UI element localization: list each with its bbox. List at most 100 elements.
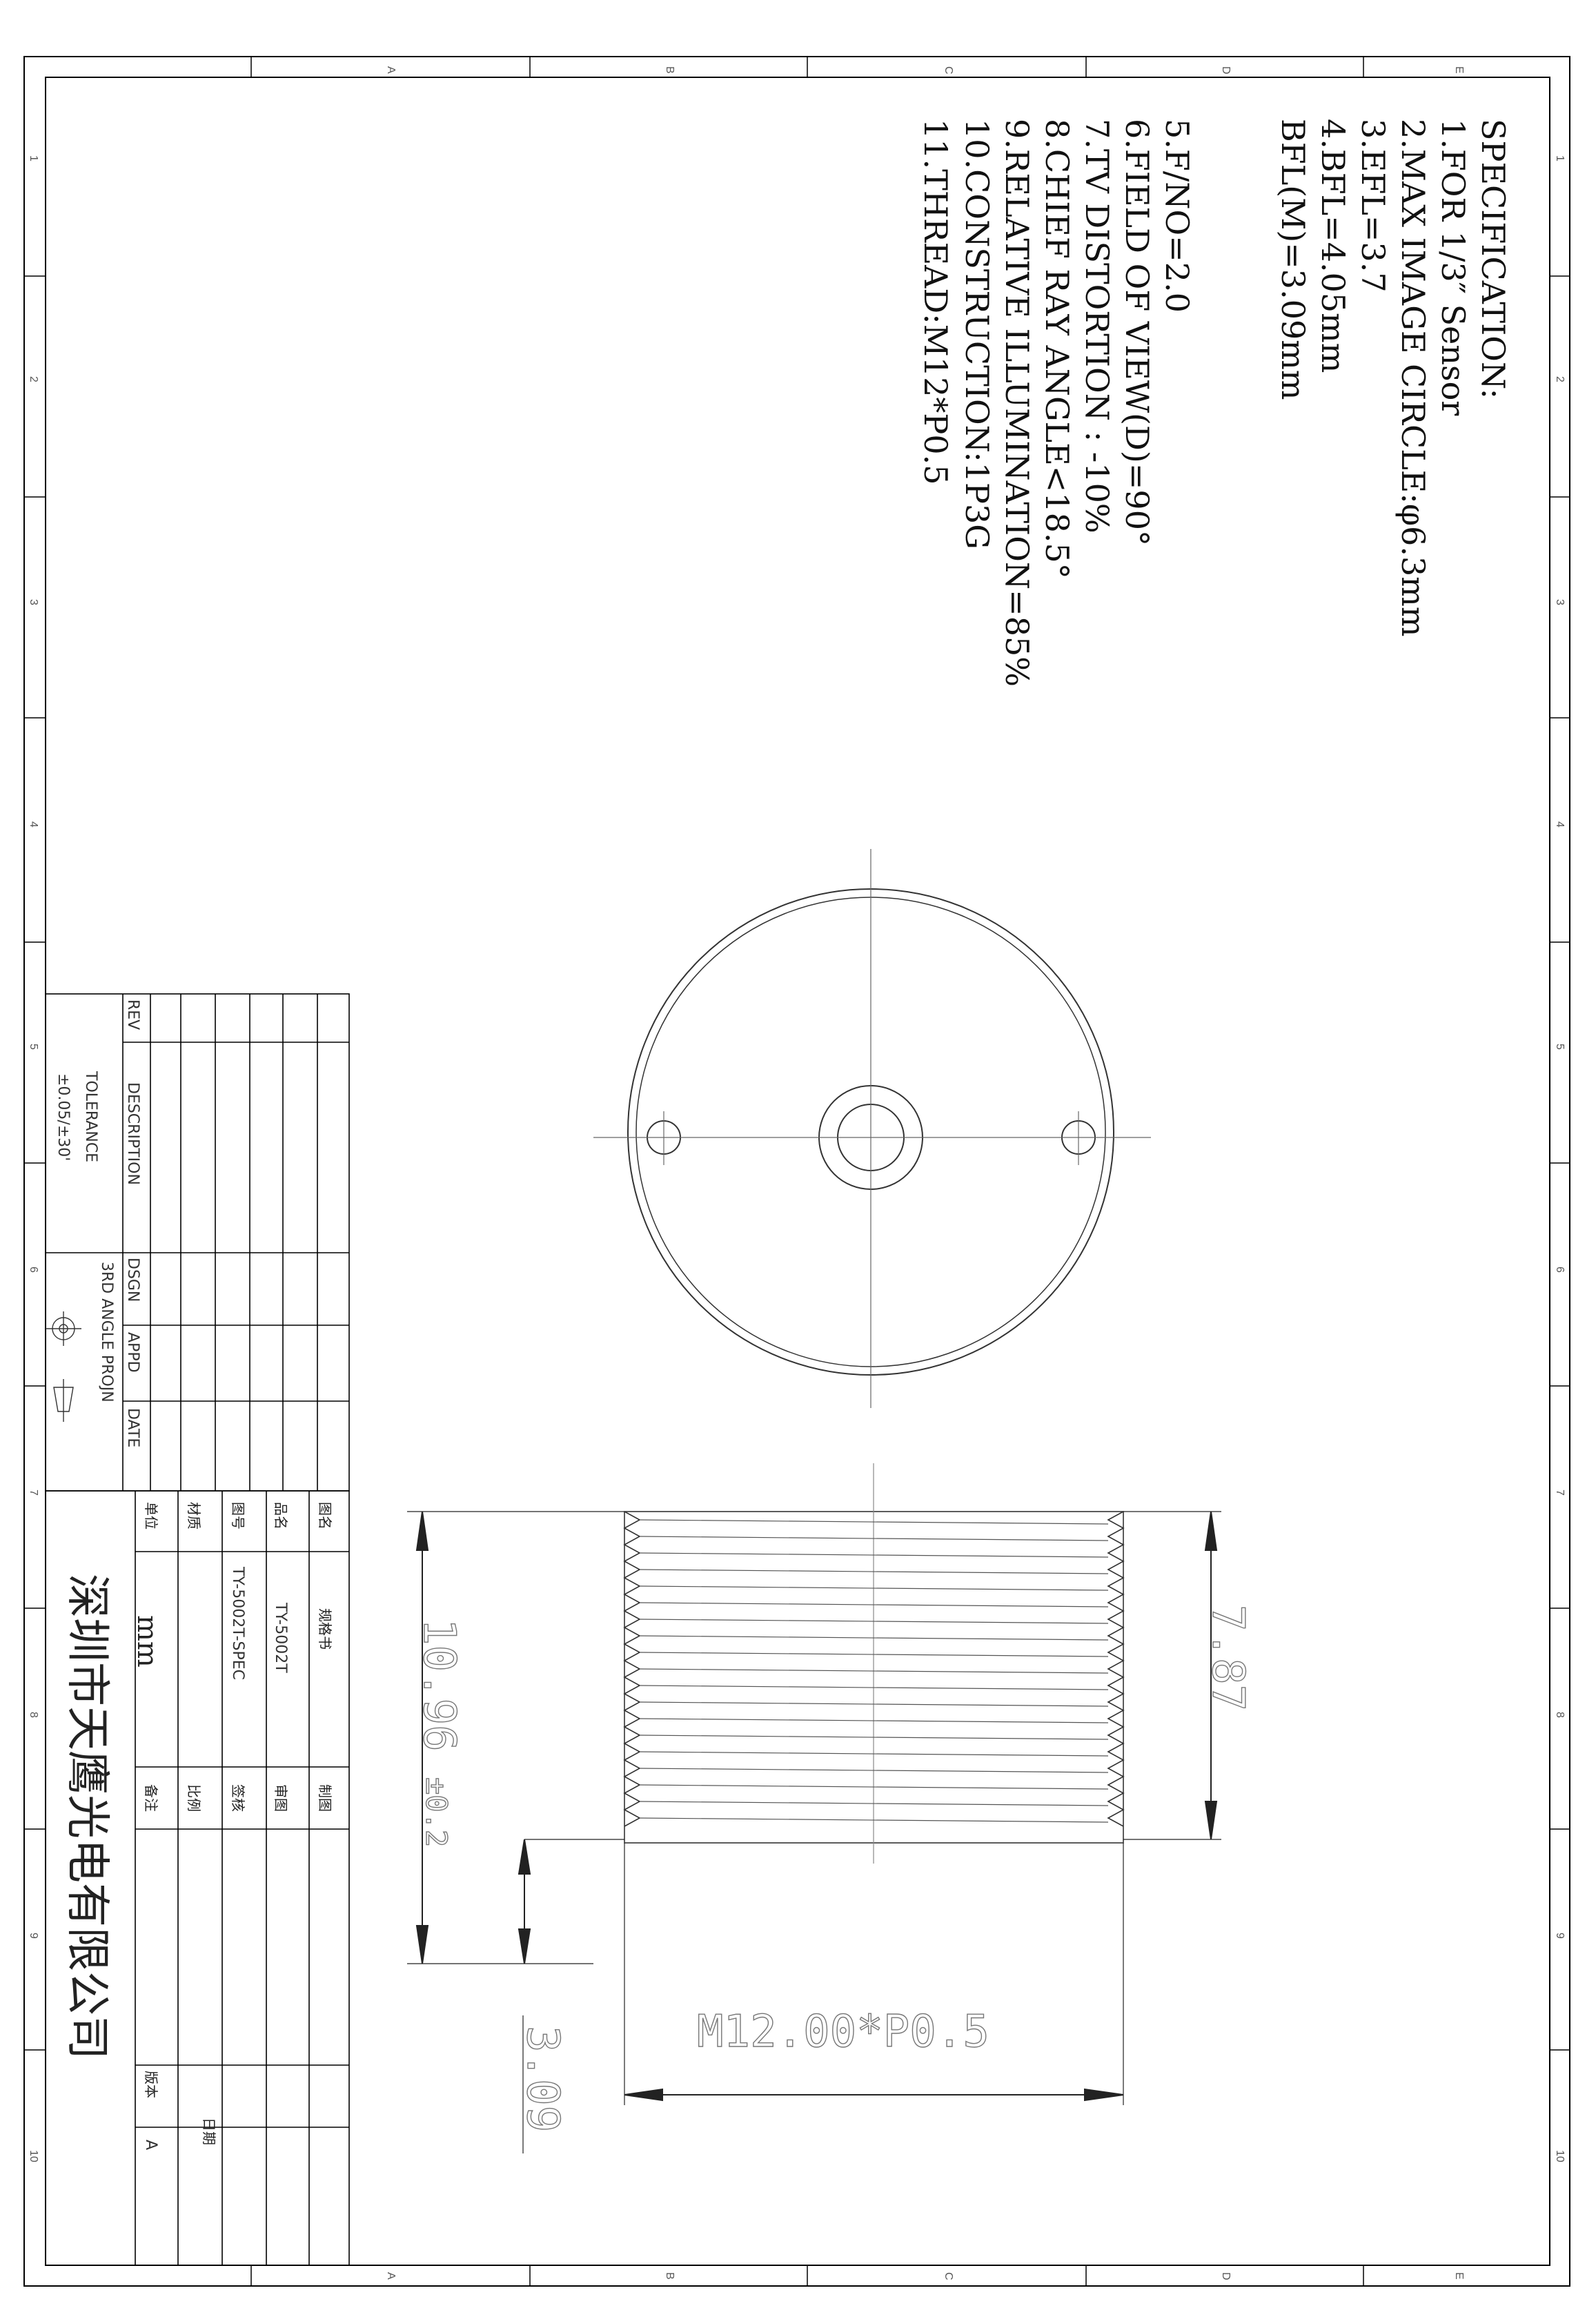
spec-title: SPECIFICATION: xyxy=(1475,119,1512,399)
lens-side-view xyxy=(623,1463,1125,1864)
thread-crest-line xyxy=(639,1635,1109,1641)
spec-line: 6.FIELD OF VIEW(D)=90° xyxy=(1119,119,1156,546)
label-drawing-no: 图号 xyxy=(230,1502,246,1530)
dimension-overall-length xyxy=(407,1511,624,1964)
thread-crest-line xyxy=(639,1585,1109,1591)
grid-numbers: 1 2 3 4 5 6 7 8 9 10 1 2 3 4 5 6 7 8 9 1… xyxy=(28,155,1566,2162)
date-header: DATE xyxy=(124,1408,141,1447)
grid-number-left-4: 4 xyxy=(28,821,39,828)
grid-number-left-8: 8 xyxy=(28,1712,39,1718)
projection-label: 3RD ANGLE PROJN xyxy=(98,1262,115,1403)
grid-letter-bottom-e: E xyxy=(1453,2272,1465,2280)
dimension-bfl-value: 3.09 xyxy=(517,2026,568,2132)
thread-lines xyxy=(639,1519,1109,1823)
grid-letter-bottom-c: C xyxy=(943,2272,954,2280)
thread-crest-line xyxy=(639,1718,1109,1723)
dimension-thread-length-value: 7.87 xyxy=(1202,1605,1253,1711)
grid-number-right-3: 3 xyxy=(1554,599,1566,605)
thread-crest-line xyxy=(639,1519,1109,1525)
thread-crest-line xyxy=(639,1668,1109,1674)
dimension-overall-length-tolerance: ±0.2 xyxy=(420,1777,453,1847)
grid-number-left-1: 1 xyxy=(28,155,39,162)
grid-number-right-4: 4 xyxy=(1554,821,1566,828)
thread-crest-line xyxy=(639,1784,1109,1790)
value-unit: mm xyxy=(131,1615,163,1668)
grid-letter-top-a: A xyxy=(385,66,397,74)
label-drafted: 制图 xyxy=(317,1784,333,1812)
dimension-bfl xyxy=(518,1839,624,2153)
company-name: 深圳市天鹰光电有限公司 xyxy=(61,1574,112,2060)
spec-line: 4.BFL=4.05mm xyxy=(1314,119,1352,373)
dsgn-header: DSGN xyxy=(124,1258,141,1302)
value-drawing-name: 规格书 xyxy=(317,1608,333,1650)
value-drawing-no: TY-5002T-SPEC xyxy=(229,1566,246,1680)
thread-crest-line xyxy=(639,1817,1109,1823)
label-drawing-name: 图名 xyxy=(317,1502,333,1530)
spec-line: 2.MAX IMAGE CIRCLE:φ6.3mm xyxy=(1395,119,1432,636)
value-version: A xyxy=(142,2140,159,2150)
spec-line: 5.F/NO=2.0 xyxy=(1159,119,1196,313)
spec-line: 9.RELATIVE ILLUMINATION=85% xyxy=(998,119,1036,687)
grid-letter-bottom-d: D xyxy=(1220,2272,1232,2280)
grid-number-right-7: 7 xyxy=(1554,1489,1566,1496)
grid-number-left-9: 9 xyxy=(28,1933,39,1939)
thread-crest-line xyxy=(639,1768,1109,1773)
thread-crest-line xyxy=(639,1552,1109,1558)
third-angle-projection-icon xyxy=(46,1311,81,1422)
label-checked: 审图 xyxy=(273,1784,289,1812)
thread-crest-line xyxy=(639,1569,1109,1574)
tolerance-label: TOLERANCE xyxy=(82,1071,99,1162)
appd-header: APPD xyxy=(124,1332,141,1373)
revision-block xyxy=(45,993,350,1492)
lens-front-view xyxy=(593,849,1151,1408)
grid-letter-top-b: B xyxy=(664,66,676,74)
grid-number-left-6: 6 xyxy=(28,1267,39,1273)
dimension-thread-spec xyxy=(624,1843,1124,2105)
description-header: DESCRIPTION xyxy=(124,1082,141,1185)
grid-number-right-5: 5 xyxy=(1554,1044,1566,1050)
grid-letter-top-d: D xyxy=(1220,66,1232,75)
spec-line: 1.FOR 1/3″ Sensor xyxy=(1435,119,1472,416)
grid-number-right-9: 9 xyxy=(1554,1933,1566,1939)
title-block xyxy=(45,1490,350,2266)
thread-right xyxy=(1107,1511,1125,1827)
tolerance-value: ±0.05/±30' xyxy=(55,1073,72,1161)
spec-line: BFL(M)=3.09mm xyxy=(1274,119,1312,400)
grid-number-left-3: 3 xyxy=(28,599,39,605)
grid-number-right-8: 8 xyxy=(1554,1712,1566,1718)
label-scale: 比例 xyxy=(186,1784,202,1812)
thread-crest-line xyxy=(639,1751,1109,1757)
grid-number-left-10: 10 xyxy=(28,2150,39,2162)
thread-crest-line xyxy=(639,1735,1109,1740)
spec-line: 8.CHIEF RAY ANGLE<18.5° xyxy=(1038,119,1076,579)
grid-letter-top-c: C xyxy=(943,66,954,75)
label-material: 材质 xyxy=(186,1502,202,1530)
grid-number-right-10: 10 xyxy=(1554,2150,1566,2162)
label-unit: 单位 xyxy=(143,1502,159,1530)
thread-crest-line xyxy=(639,1602,1109,1608)
grid-letter-top-e: E xyxy=(1453,66,1465,74)
thread-crest-line xyxy=(639,1685,1109,1690)
dimension-overall-length-value: 10.96 xyxy=(413,1619,464,1752)
dimension-thread-length xyxy=(1123,1511,1221,1840)
label-version: 版本 xyxy=(143,2071,159,2098)
thread-left xyxy=(623,1511,641,1827)
grid-number-right-2: 2 xyxy=(1554,376,1566,382)
grid-letter-ticks xyxy=(250,57,1364,2286)
grid-number-right-6: 6 xyxy=(1554,1267,1566,1273)
spec-line: 7.TV DISTORTION : -10% xyxy=(1078,119,1116,534)
grid-number-left-7: 7 xyxy=(28,1489,39,1496)
grid-number-left-2: 2 xyxy=(28,376,39,382)
thread-crest-line xyxy=(639,1801,1109,1806)
grid-letter-bottom-b: B xyxy=(664,2272,676,2280)
inner-border xyxy=(45,77,1550,2266)
grid-number-ticks xyxy=(24,275,1570,2051)
dimension-thread-spec-value: M12.00*P0.5 xyxy=(697,2006,989,2058)
value-product: TY-5002T xyxy=(272,1602,289,1673)
thread-crest-line xyxy=(639,1619,1109,1624)
grid-letter-bottom-a: A xyxy=(385,2272,397,2280)
label-remarks: 备注 xyxy=(143,1784,159,1812)
outer-border xyxy=(23,56,1570,2287)
spec-line: 10.CONSTRUCTION:1P3G xyxy=(958,119,996,549)
